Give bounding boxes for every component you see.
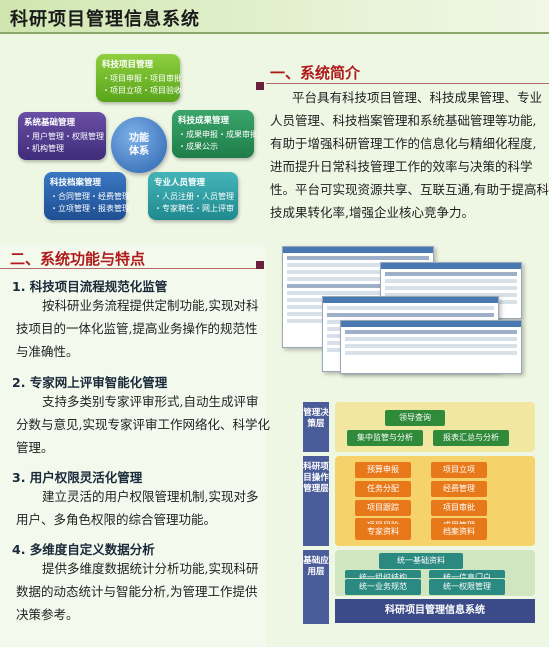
bubble-heading: 科技成果管理: [178, 116, 230, 126]
feature-line: 按科研业务流程提供定制功能,实现对科: [42, 298, 259, 313]
title-underline: [0, 32, 549, 34]
chip-op: 项目审批: [431, 500, 487, 516]
layer-label-decision: 管理决策层: [303, 402, 329, 452]
chip-report-summary: 报表汇总与分析: [433, 430, 509, 446]
bubble-item: ・项目立项・项目验收: [102, 86, 182, 95]
bubble-system-base: 系统基础管理 ・用户管理・权限管理 ・机构管理: [18, 112, 106, 160]
feature-line: 建立灵活的用户权限管理机制,实现对多: [42, 489, 259, 504]
feature-title: 4. 多维度自定义数据分析: [12, 542, 155, 557]
chip-central-monitor: 集中监管与分析: [347, 430, 423, 446]
bubble-heading: 系统基础管理: [24, 118, 76, 128]
feature-line: 用户、多角色权限的综合管理功能。: [16, 512, 217, 527]
chip-op: 经费管理: [431, 481, 487, 497]
bubble-tech-project: 科技项目管理 ・项目申报・项目审批 ・项目立项・项目验收: [96, 54, 182, 102]
intro-line: 平台具有科技项目管理、科技成果管理、专业: [292, 90, 543, 105]
feature-line: 与准确性。: [16, 344, 79, 359]
feature-title: 3. 用户权限灵活化管理: [12, 470, 143, 485]
feature-line: 提供多维度数据统计分析功能,实现科研: [42, 561, 259, 576]
bubble-item: ・用户管理・权限管理: [24, 132, 104, 141]
decision-layer-box: 领导查询 集中监管与分析 报表汇总与分析: [335, 402, 535, 452]
bubble-item: ・人员注册・人员管理: [154, 192, 234, 201]
bubble-heading: 科技项目管理: [102, 60, 154, 70]
architecture-footer: 科研项目管理信息系统: [335, 599, 535, 623]
chip-op: 项目立项: [431, 462, 487, 478]
bubble-item: ・成果公示: [178, 142, 218, 151]
diagram-hub: 功能 体系: [111, 117, 167, 173]
bubble-heading: 专业人员管理: [154, 178, 206, 188]
ops-layer-extra: 专家资料 档案资料: [335, 524, 535, 546]
ops-layer-box: 预算申报 项目立项 任务分配 经费管理 项目跟踪 项目审批 项目风险 成果管理: [335, 456, 535, 546]
intro-line: 技成果转化率,增强企业核心竞争力。: [270, 205, 474, 220]
bubble-tech-result: 科技成果管理 ・成果申报・成果审批 ・成果公示: [172, 110, 258, 158]
feature-title: 2. 专家网上评审智能化管理: [12, 375, 168, 390]
bubble-tech-archive: 科技档案管理 ・合同管理・经费管理 ・立项管理・报表管理: [44, 172, 130, 220]
feature-line: 数据的动态统计与智能分析,为管理工作提供: [16, 584, 258, 599]
base-layer-box-row2: 统一业务规范 统一权限管理: [335, 578, 535, 596]
intro-line: 性。平台可实现资源共享、互联互通,有助于提高科: [270, 182, 549, 197]
feature-line: 支持多类别专家评审形式,自动生成评审: [42, 394, 259, 409]
feature-line: 管理。: [16, 440, 54, 455]
chip-op: 任务分配: [355, 481, 411, 497]
hub-line-1: 功能: [129, 133, 149, 144]
screenshot-table: [340, 320, 522, 374]
page-title: 科研项目管理信息系统: [10, 9, 200, 30]
feature-line: 技项目的一体化监管,提高业务操作的规范性: [16, 321, 258, 336]
chip-leader-query: 领导查询: [385, 410, 445, 426]
left-panel-background: [0, 245, 266, 647]
section-marker: [256, 82, 264, 90]
chip-op: 预算申报: [355, 462, 411, 478]
intro-rule: [266, 83, 549, 84]
bubble-item: ・成果申报・成果审批: [178, 130, 258, 139]
chip-op: 档案资料: [431, 524, 487, 540]
section-marker: [256, 261, 264, 269]
feature-title: 1. 科技项目流程规范化监管: [12, 279, 168, 294]
feature-line: 决策参考。: [16, 607, 79, 622]
layer-label-base: 基础应用层: [303, 550, 329, 624]
hub-line-2: 体系: [129, 146, 149, 157]
intro-heading: 一、系统简介: [270, 64, 361, 82]
features-heading: 二、系统功能与特点: [10, 250, 146, 268]
bubble-item: ・合同管理・经费管理: [50, 192, 130, 201]
bubble-expert: 专业人员管理 ・人员注册・人员管理 ・专家聘任・网上评审: [148, 172, 238, 220]
features-rule: [0, 268, 256, 269]
intro-line: 进而提升日常科技管理工作的效率与决策的科学: [270, 159, 533, 174]
intro-line: 人员管理、科技档案管理和系统基础管理等功能,: [270, 113, 537, 128]
chip-base-top: 统一基础资料: [379, 553, 463, 569]
bubble-item: ・项目申报・项目审批: [102, 74, 182, 83]
bubble-item: ・立项管理・报表管理: [50, 204, 130, 213]
chip-op: 专家资料: [355, 524, 411, 540]
bubble-item: ・机构管理: [24, 144, 64, 153]
feature-line: 分数与意见,实现专家评审工作网络化、科学化: [16, 417, 270, 432]
chip-base: 统一权限管理: [429, 579, 505, 595]
layer-label-ops: 科研项目操作管理层: [303, 456, 329, 546]
chip-op: 项目跟踪: [355, 500, 411, 516]
bubble-item: ・专家聘任・网上评审: [154, 204, 234, 213]
title-bar: 科研项目管理信息系统: [0, 0, 549, 34]
chip-base: 统一业务规范: [345, 579, 421, 595]
intro-line: 有助于增强科研管理工作的信息化与精细化程度,: [270, 136, 537, 151]
bubble-heading: 科技档案管理: [50, 178, 102, 188]
